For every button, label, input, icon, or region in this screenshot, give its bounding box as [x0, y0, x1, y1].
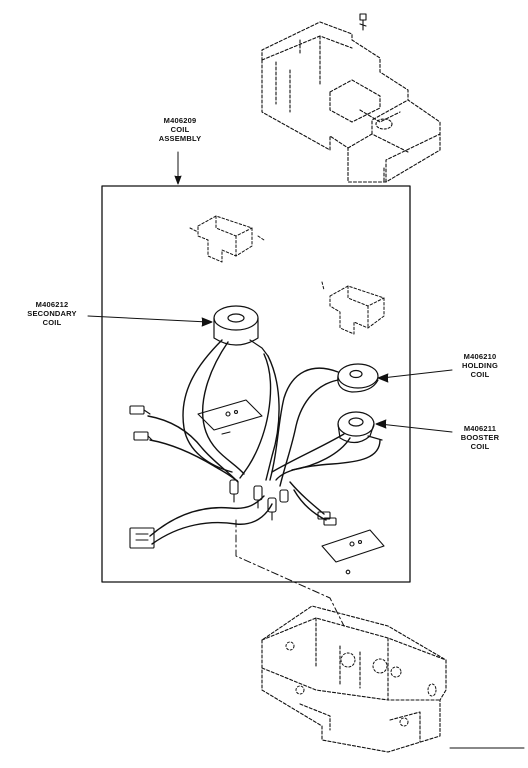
part-number: M406212 [35, 300, 69, 309]
top-valve-body [261, 21, 441, 183]
label-booster-coil: M406211 BOOSTER COIL [446, 424, 514, 451]
secondary-coil-icon [213, 305, 269, 357]
label-secondary-coil: M406212 SECONDARY COIL [12, 300, 92, 327]
holding-coil-leader [377, 369, 453, 383]
assembly-box [101, 185, 411, 583]
label-line: HOLDING [462, 361, 498, 370]
top-screw-icon [359, 13, 367, 31]
label-line: ASSEMBLY [158, 134, 202, 143]
label-coil-assembly: M406209 COIL ASSEMBLY [148, 116, 212, 143]
top-port-icon [375, 118, 393, 130]
secondary-coil-leader [87, 315, 213, 327]
label-line: SECONDARY [27, 309, 77, 318]
bottom-valve-body [261, 605, 447, 753]
bracket-right [321, 281, 385, 335]
part-number: M406211 [463, 424, 497, 433]
holding-coil-icon [337, 363, 379, 393]
label-line: COIL [170, 125, 190, 134]
assembly-centerline [235, 519, 345, 627]
plate-upper [197, 399, 263, 435]
label-line: COIL [470, 442, 490, 451]
wire-connectors [129, 405, 337, 549]
booster-coil-leader [375, 419, 453, 433]
part-number: M406209 [163, 116, 197, 125]
bottom-ports [285, 641, 437, 727]
label-line: BOOSTER [460, 433, 500, 442]
booster-coil-icon [337, 411, 383, 444]
label-line: COIL [42, 318, 62, 327]
label-holding-coil: M406210 HOLDING COIL [446, 352, 514, 379]
label-line: COIL [470, 370, 490, 379]
bracket-upper [189, 215, 265, 263]
coil-assembly-leader [174, 151, 182, 185]
plate-lower [321, 529, 385, 575]
part-number: M406210 [463, 352, 497, 361]
wiring-harness [147, 339, 381, 545]
